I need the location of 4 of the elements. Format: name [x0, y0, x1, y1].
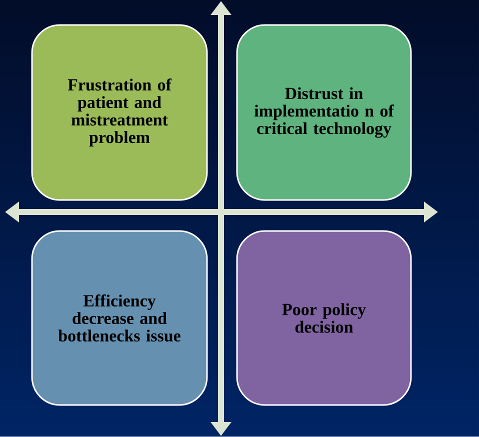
quadrant-box: Poor policy decision: [236, 230, 412, 406]
quadrant-box: Frustration of patient and mistreatment problem: [31, 24, 208, 201]
quadrant-box: Efficiency decrease and bottlenecks issue: [31, 230, 208, 406]
quadrant-box: Distrust in implementatio n of critical technology: [236, 24, 412, 201]
